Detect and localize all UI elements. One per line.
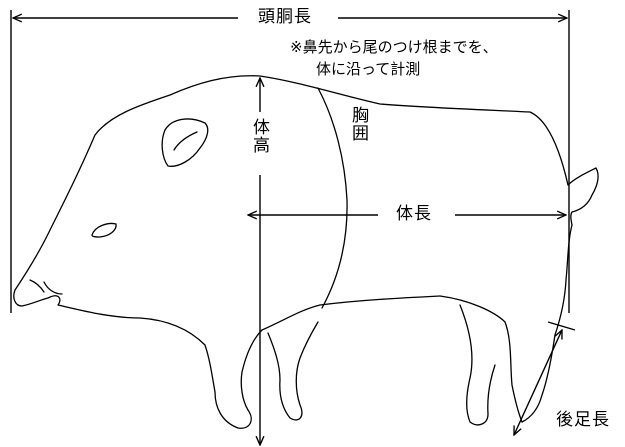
chest-girth-label: 胸囲 bbox=[348, 106, 368, 142]
hind-foot-length-label: 後足長 bbox=[556, 410, 610, 430]
head-body-length-label: 頭胴長 bbox=[258, 7, 312, 27]
body-height-label: 体高 bbox=[249, 118, 269, 154]
measurement-lines bbox=[10, 10, 576, 445]
measurement-note-line2: 体に沿って計測 bbox=[316, 60, 421, 78]
measurement-note-line1: ※鼻先から尾のつけ根までを、 bbox=[290, 38, 498, 56]
boar-outline bbox=[13, 75, 599, 429]
body-length-label: 体長 bbox=[396, 204, 432, 224]
